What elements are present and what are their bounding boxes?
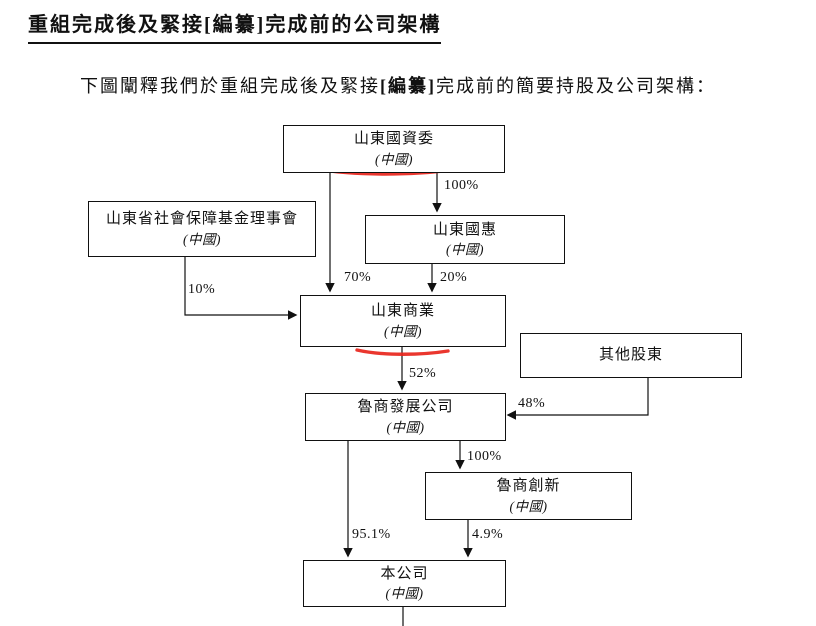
edge-label-guohui-shangye: 20% [440,270,468,285]
edge-label-shangye-dev: 52% [409,366,437,381]
intro-text-prefix: 下圖闡釋我們於重組完成後及緊接 [80,76,380,96]
edge-label-ssf-shangye: 10% [188,282,216,297]
edge-label-dev-inno: 100% [467,449,502,464]
node-label: 山東商業 [370,303,435,320]
node-shandong-guohui: 山東國惠 (中國) [365,215,565,264]
page-title: 重組完成後及緊接[編纂]完成前的公司架構 [28,8,442,44]
edge-label-inno-company: 4.9% [472,527,504,542]
intro-redacted-placeholder: [編纂] [380,76,436,96]
edge-label-other-dev: 48% [518,396,546,411]
edge-label-sasac-shangye: 70% [344,270,372,285]
node-lushang-development: 魯商發展公司 (中國) [305,393,506,441]
node-lushang-innovation: 魯商創新 (中國) [425,472,632,520]
node-other-shareholders: 其他股東 [520,333,742,378]
node-label: 山東國惠 [432,221,497,238]
intro-paragraph: 下圖闡釋我們於重組完成後及緊接[編纂]完成前的簡要持股及公司架構： [80,72,716,98]
red-underline-annotation [355,348,450,356]
node-region-label: (中國) [375,151,413,167]
node-label: 山東省社會保障基金理事會 [105,211,298,228]
edge-label-dev-company: 95.1% [352,527,391,542]
intro-text-suffix: 完成前的簡要持股及公司架構： [436,76,716,96]
node-region-label: (中國) [384,323,422,339]
node-social-security-fund-council: 山東省社會保障基金理事會 (中國) [88,201,316,257]
node-label: 魯商創新 [496,478,561,495]
node-label: 山東國資委 [353,131,434,148]
edge-label-sasac-guohui: 100% [444,178,479,193]
node-label: 本公司 [380,565,429,582]
node-region-label: (中國) [183,231,221,247]
node-label: 其他股東 [598,347,663,364]
node-the-company: 本公司 (中國) [303,560,506,607]
node-region-label: (中國) [386,419,425,435]
node-shandong-sasac: 山東國資委 (中國) [283,125,505,173]
node-region-label: (中國) [509,498,548,514]
node-shandong-shangye: 山東商業 (中國) [300,295,506,347]
node-region-label: (中國) [446,242,484,258]
node-region-label: (中國) [385,586,424,602]
node-label: 魯商發展公司 [357,399,454,416]
